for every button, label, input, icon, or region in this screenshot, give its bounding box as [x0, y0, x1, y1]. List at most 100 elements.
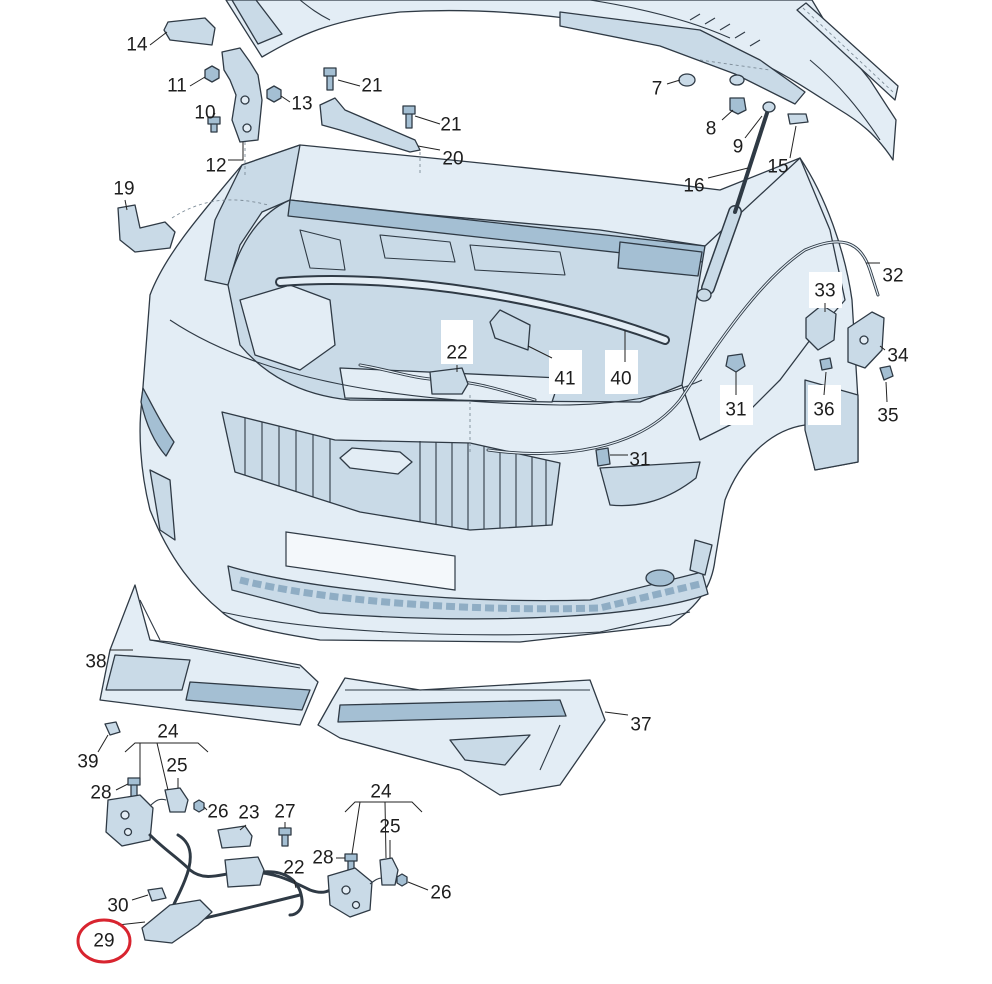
bracket-14	[163, 17, 216, 46]
bonnet-edge	[169, 319, 703, 406]
lock-right-hole-2	[351, 900, 361, 910]
callout-24-right: 24	[370, 782, 392, 803]
callout-15: 15	[767, 157, 788, 178]
guide-lines	[171, 59, 771, 455]
leader-21-lower	[414, 115, 441, 125]
callout-10: 10	[194, 103, 215, 124]
bracket-19	[117, 204, 176, 253]
cowl-left-recess	[105, 654, 191, 691]
label-box-22	[441, 320, 473, 364]
callout-14: 14	[126, 35, 148, 56]
buffer-8-top	[729, 74, 745, 86]
left-bumper-vent	[149, 469, 176, 541]
release-cable-housing	[429, 367, 469, 395]
battery-cover	[617, 241, 703, 277]
callout-27: 27	[274, 802, 295, 823]
cowl-panel-right	[317, 677, 606, 796]
fender-inner-left	[204, 144, 301, 286]
lock-left-hole-2	[123, 827, 133, 837]
hinge-hole-2	[242, 123, 252, 133]
plate-23	[217, 825, 253, 849]
lock-cable-loop	[170, 833, 192, 914]
callout-32: 32	[882, 266, 903, 287]
leader-7	[666, 79, 681, 85]
leader-21-upper	[337, 79, 361, 87]
callout-20: 20	[442, 149, 463, 170]
leader-9	[744, 115, 763, 139]
lock-assembly	[104, 721, 408, 944]
leader-37	[604, 711, 629, 716]
callout-36: 36	[813, 400, 834, 421]
callout-34: 34	[887, 346, 909, 367]
leader-36	[823, 371, 827, 396]
leader-lines	[97, 31, 888, 926]
right-bumper-vent	[689, 539, 713, 576]
leader-35	[885, 381, 888, 403]
callout-28-right: 28	[312, 848, 333, 869]
hood-frame-right	[559, 11, 806, 105]
leader-23	[239, 824, 247, 831]
hinge-hole-1	[240, 95, 250, 105]
engine-bay-parts	[275, 101, 894, 467]
callout-21-lower: 21	[440, 115, 461, 136]
callout-33: 33	[814, 281, 835, 302]
callout-19: 19	[113, 179, 134, 200]
cowl-panels	[99, 584, 606, 796]
bolt-35	[879, 365, 894, 381]
lower-grille-mesh	[239, 576, 701, 613]
strut-rod	[733, 108, 770, 214]
leader-8	[721, 109, 734, 121]
callout-26-left: 26	[207, 802, 228, 823]
callout-8: 8	[706, 119, 717, 140]
label-box-41	[549, 350, 582, 394]
leader-10	[212, 112, 216, 118]
callout-31-lower: 31	[629, 450, 650, 471]
strut-cylinder-fill	[702, 206, 741, 294]
engine-block-detail	[299, 229, 566, 276]
callout-29-highlighted: 29	[93, 931, 114, 952]
prop-rod	[277, 276, 668, 343]
buffer-8	[729, 97, 747, 115]
leader-26-right	[407, 881, 429, 891]
leader-19	[124, 199, 128, 211]
hinge-parts	[117, 17, 809, 253]
wire-25-left	[149, 798, 167, 807]
license-plate-area	[285, 531, 456, 591]
pad-30	[147, 887, 167, 902]
leader-39	[97, 734, 109, 753]
callout-labels: 14 11 21 13 10 21 12 20 7 8 9 15 16 19 3…	[76, 35, 909, 964]
leader-41	[527, 345, 553, 359]
highlight-ring	[76, 918, 132, 964]
lock-left-hole-1	[120, 810, 130, 820]
bolt-10	[207, 116, 221, 133]
label-box-40	[605, 350, 638, 394]
bowden-cable-core	[487, 241, 879, 455]
bracket-41	[489, 309, 531, 351]
vehicle-front-body	[139, 144, 859, 643]
cowl-right-edge	[345, 689, 590, 771]
hood-frame-left	[231, 0, 283, 45]
label-box-33	[809, 272, 842, 308]
left-headlight	[140, 387, 175, 457]
hood-seal-dash	[802, 7, 894, 93]
hood-seal-strip	[796, 2, 899, 101]
callout-11: 11	[167, 76, 187, 97]
callout-31-upper: 31	[725, 400, 746, 421]
lock-bracket-hole	[859, 335, 869, 345]
callout-21-upper: 21	[361, 76, 382, 97]
callout-24-left: 24	[157, 722, 179, 743]
callout-25-right: 25	[379, 817, 400, 838]
bolt-21-upper	[323, 67, 337, 91]
washer-7	[678, 73, 696, 87]
hood-rib-2	[589, 0, 731, 39]
cable-clip-upper	[725, 353, 746, 373]
lock-24-left	[105, 794, 154, 847]
callout-41: 41	[554, 369, 575, 390]
callout-39: 39	[77, 752, 98, 773]
leader-16	[707, 167, 749, 179]
hood-rib-1	[299, 0, 331, 21]
callout-9: 9	[733, 137, 744, 158]
right-headlight	[599, 461, 701, 507]
callout-13: 13	[291, 94, 312, 115]
callout-23: 23	[238, 803, 259, 824]
